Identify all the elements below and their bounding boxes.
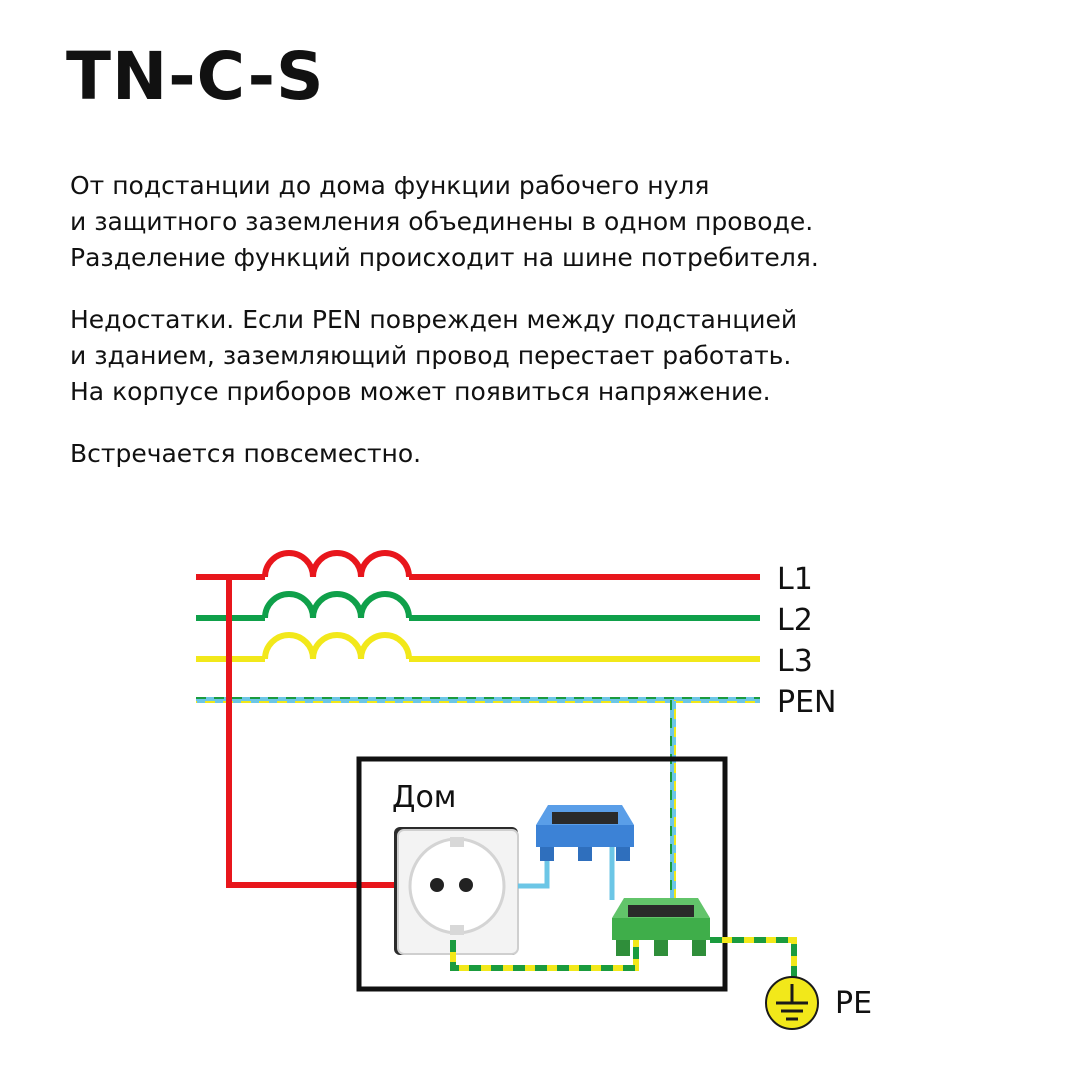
wire-label-l2: L2 [777,603,813,638]
paragraph-line: Встречается повсеместно. [70,439,422,468]
house-label: Дом [392,780,456,815]
paragraph-2: Недостатки. Если PEN поврежден между под… [70,302,1030,410]
wire-l1 [196,550,760,580]
paragraph-line: На корпусе приборов может появиться напр… [70,377,771,406]
wire-label-l1: L1 [777,562,813,597]
paragraph-1: От подстанции до дома функции рабочего н… [70,168,1030,276]
house-box [356,756,728,992]
neutral-busbar-icon [536,805,634,861]
page-title: TN-C-S [66,38,325,115]
wire-pen [196,697,760,905]
paragraph-line: и защитного заземления объединены в одно… [70,207,814,236]
paragraph-line: От подстанции до дома функции рабочего н… [70,171,710,200]
paragraph-3: Встречается повсеместно. [70,436,1030,472]
wire-l3 [196,632,760,662]
wire-label-l3: L3 [777,644,813,679]
wire-label-pen: PEN [777,685,837,720]
paragraph-line: Разделение функций происходит на шине по… [70,243,819,272]
pe-busbar-icon [612,898,710,956]
description: От подстанции до дома функции рабочего н… [70,168,1030,498]
pe-ground-wire [710,937,797,978]
socket-icon [394,827,519,955]
ground-label: PE [835,986,872,1021]
phase-feed-wire [226,577,395,888]
pe-socket-wire [450,940,639,971]
paragraph-line: Недостатки. Если PEN поврежден между под… [70,305,798,334]
wire-l2 [196,591,760,621]
paragraph-line: и зданием, заземляющий провод перестает … [70,341,792,370]
ground-icon [765,976,819,1030]
